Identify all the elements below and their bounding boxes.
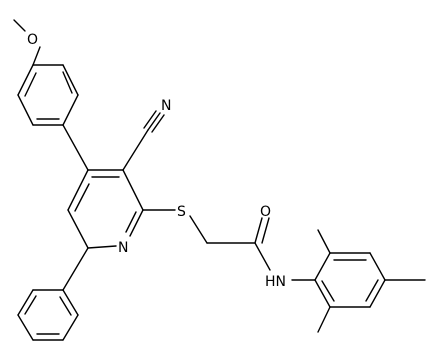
- methoxy-oxygen-label: O: [27, 32, 38, 48]
- nitrile-group: [122, 110, 165, 171]
- phenyl-link-bond: [62, 247, 89, 291]
- sulfur-label: S: [177, 204, 186, 220]
- nitrile-nitrogen-label: N: [161, 98, 171, 114]
- pyridine-ring: [67, 169, 144, 249]
- methoxyphenyl-ring: [17, 64, 79, 126]
- amide-nitrogen-label: HN: [265, 274, 286, 290]
- pyridine-nitrogen-label: N: [118, 240, 128, 256]
- aryl-link-bond: [62, 124, 89, 171]
- methyl-groups: [317, 229, 426, 333]
- mesityl-ring: [314, 252, 386, 308]
- phenyl-ring: [17, 289, 79, 341]
- carbonyl-oxygen-label: O: [260, 204, 271, 220]
- thioacetamide-chain: [142, 209, 271, 271]
- methoxy-group: [13, 19, 41, 66]
